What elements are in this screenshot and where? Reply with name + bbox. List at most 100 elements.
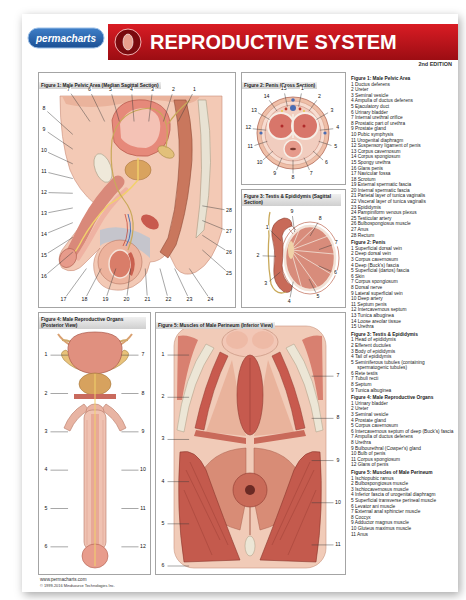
callout-number: 2 [171, 87, 175, 92]
lateral-vein [323, 131, 326, 134]
key-item: 10 Pubic symphysis [351, 132, 454, 138]
key-item: 3 Seminal vesicle [351, 93, 454, 99]
septum [292, 114, 294, 138]
leader-line [163, 94, 172, 121]
key-item: 8 Septum [351, 382, 454, 388]
callout-number: 6 [87, 87, 91, 92]
callout-number: 9 [290, 209, 294, 214]
corpus-spongiosum [284, 140, 302, 158]
callout-number: 16 [41, 274, 48, 279]
leader-line [48, 152, 73, 163]
callout-number: 5 [316, 294, 320, 299]
key-heading: Figure 5: Muscles of Male Perineum [351, 470, 454, 476]
callout-number: 5 [44, 506, 48, 511]
dorsal-artery [285, 108, 288, 111]
key-item: 2 Bulbospongiosus muscle [351, 481, 454, 487]
dartos-fascia [261, 101, 325, 165]
testis-bulge [252, 331, 274, 349]
callout-number: 3 [161, 437, 165, 442]
organs-figure [58, 332, 132, 568]
leader-line [277, 158, 282, 170]
leader-line [168, 355, 190, 356]
figure-heading: Figure 4: Male Reproductive Organs (Post… [39, 317, 146, 330]
callout-number: 12 [41, 190, 48, 195]
key-item: 5 Superficial transverse perineal muscle [351, 498, 454, 504]
leader-line [107, 269, 116, 296]
dorsal-nerve [281, 110, 283, 112]
leader-line [310, 223, 318, 236]
callout-number: 3 [44, 429, 48, 434]
lateral-vein [259, 131, 262, 134]
key-column: Figure 1: Male Pelvic Area1 Ductus defer… [351, 74, 454, 537]
key-item: 3 Corpus cavernosum [351, 257, 454, 263]
leader-line [51, 393, 69, 394]
leader-line [269, 100, 277, 111]
leader-line [202, 221, 225, 230]
skin [257, 97, 329, 169]
key-item: 28 Rectum [351, 233, 454, 239]
callout-number: 8 [141, 391, 145, 396]
callout-number: 7 [334, 241, 338, 246]
callout-number: 8 [318, 216, 322, 221]
leader-line [253, 129, 266, 130]
key-item: 2 Deep dorsal vein [351, 251, 454, 257]
callout-number: 10 [41, 148, 48, 153]
callout-number: 4 [129, 87, 133, 92]
key-item: 2 Efferent ductules [351, 343, 454, 349]
key-item: 10 Bulb of penis [351, 451, 454, 457]
leader-line [320, 129, 333, 130]
key-item: 1 Urinary bladder [351, 401, 454, 407]
coccyx [245, 536, 255, 556]
leader-line [189, 269, 208, 297]
key-item: 11 Corpus spongiosum [351, 457, 454, 463]
leader-line [269, 272, 280, 281]
key-item: 4 Inferior fascia of urogenital diaphrag… [351, 492, 454, 498]
callout-number: 4 [336, 126, 340, 131]
key-item: 6 Rete testis [351, 371, 454, 377]
leader-line [309, 279, 316, 293]
key-item: 10 Deep artery [351, 296, 454, 302]
callout-number: 1 [265, 225, 269, 230]
callout-number: 4 [287, 299, 291, 304]
leader-line [312, 544, 334, 545]
deep-artery [281, 125, 284, 128]
callout-number: 10 [335, 500, 342, 505]
key-item: 3 Seminal vesicle [351, 412, 454, 418]
key-item: 12 Suspensory ligament of penis [351, 143, 454, 149]
key-item: 1 Ischiopubic ramus [351, 476, 454, 482]
key-item: 4 Ampulla of ductus deferens [351, 98, 454, 104]
key-item: 9 Adductor magnus muscle [351, 520, 454, 526]
callout-number: 13 [41, 211, 48, 216]
callout-number: 10 [256, 160, 263, 165]
leader-line [304, 158, 309, 170]
ureter [168, 100, 190, 124]
leader-line [127, 269, 130, 296]
callout-number: 6 [324, 160, 328, 165]
callout-number: 14 [263, 94, 270, 99]
leader-line [168, 397, 190, 398]
key-item: 5 Superficial (dartos) fascia [351, 268, 454, 274]
leader-line [178, 94, 192, 122]
leader-line [48, 208, 72, 213]
key-item: 8 Coccyx [351, 515, 454, 521]
leader-line [121, 546, 138, 547]
ductus-deferens [268, 212, 286, 293]
key-item: 14 Loose areolar tissue [351, 319, 454, 325]
key-item: 7 External anal sphincter muscle [351, 509, 454, 515]
leader-line [292, 216, 294, 232]
figure-panel: Figure 3: Testis & Epididymis (Sagittal … [241, 189, 346, 308]
callout-number: 28 [226, 208, 233, 213]
key-item: 27 Anus [351, 227, 454, 233]
leader-line [319, 266, 332, 271]
callout-number: 2 [256, 253, 260, 258]
testis [109, 250, 131, 278]
callout-number: 9 [336, 458, 340, 463]
testis-figure [268, 212, 339, 294]
leader-line [51, 431, 69, 432]
callout-number: 20 [123, 297, 130, 302]
key-item: 7 Tubuli recti [351, 376, 454, 382]
key-item: 12 Glans of penis [351, 462, 454, 468]
callout-number: 5 [161, 521, 165, 526]
leader-line [121, 508, 138, 509]
